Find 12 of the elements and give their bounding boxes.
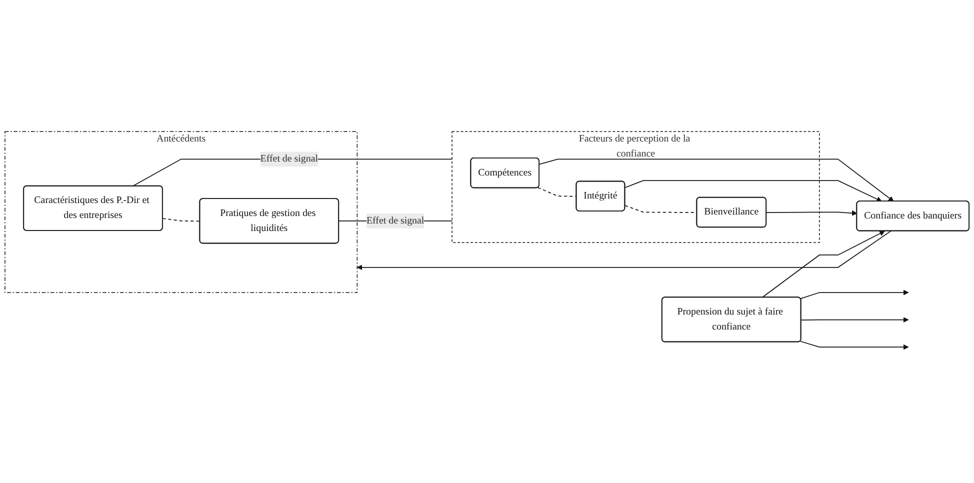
connector (162, 218, 200, 222)
arrow (356, 230, 892, 270)
edge-label: Effet de signal (366, 215, 424, 226)
connector (537, 187, 577, 197)
arrow (624, 180, 882, 202)
arrow (762, 230, 885, 298)
edge-label: Effet de signal (260, 154, 318, 164)
arrow (800, 290, 909, 300)
arrow (800, 340, 909, 350)
arrow (538, 158, 894, 202)
arrow (766, 210, 858, 216)
arrow (800, 317, 909, 323)
